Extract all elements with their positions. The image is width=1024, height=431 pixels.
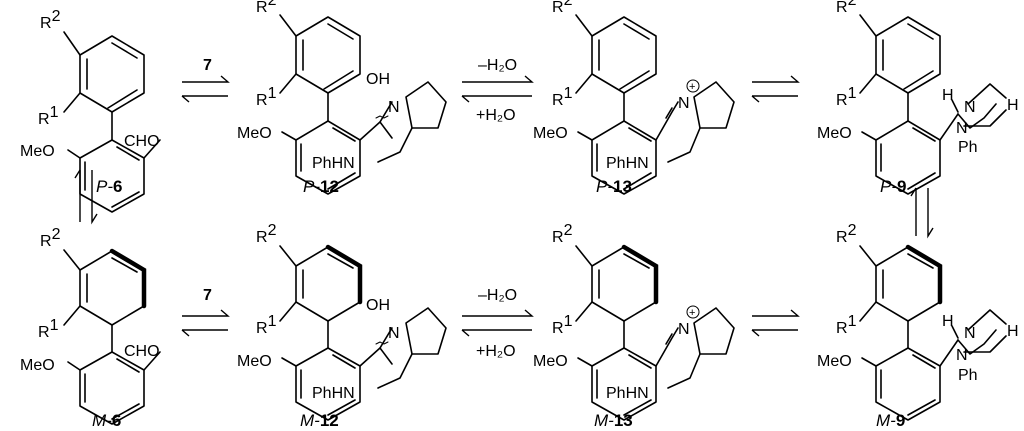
ph-label: Ph <box>958 139 978 156</box>
n-label: N <box>678 95 690 112</box>
minus-water-label: –H₂O <box>478 57 517 74</box>
compound-P-13-structure: N + R2 R1 MeO PhHN <box>533 0 735 195</box>
dehydration-equilibrium-arrow: –H₂O +H₂O <box>461 57 534 124</box>
equilibrium-arrow <box>751 309 800 337</box>
r1-label: R1 <box>836 85 857 109</box>
n-label: N <box>964 99 976 116</box>
compound-label-P-9: P-9 <box>880 177 906 196</box>
oh-label: OH <box>366 297 390 314</box>
compound-M-9-structure: H H N N Ph R2 R1 MeO <box>817 222 1019 421</box>
oh-label: OH <box>366 71 390 88</box>
meo-label: MeO <box>237 353 272 370</box>
r2-label: R2 <box>552 222 573 246</box>
dehydration-equilibrium-arrow: –H₂O +H₂O <box>461 287 534 360</box>
r1-label: R1 <box>256 85 277 109</box>
r1-label: R1 <box>256 313 277 337</box>
r2-label: R2 <box>40 226 61 250</box>
minus-water-label: –H₂O <box>478 287 517 304</box>
phhn-label: PhHN <box>312 385 355 402</box>
h-label: H <box>942 313 954 330</box>
vertical-equilibrium-arrow-right <box>910 187 934 239</box>
positive-charge-icon <box>686 305 700 319</box>
n-label: N <box>956 347 968 364</box>
compound-label-M-13: M-13 <box>594 411 633 430</box>
n-label: N <box>678 321 690 338</box>
meo-label: MeO <box>20 143 55 160</box>
phhn-label: PhHN <box>606 155 649 172</box>
meo-label: MeO <box>533 353 568 370</box>
compound-P-6-structure: R2 R1 MeO CHO <box>20 8 161 213</box>
r1-label: R1 <box>552 313 573 337</box>
r2-label: R2 <box>256 0 277 16</box>
reagent-7-label: 7 <box>203 57 212 74</box>
meo-label: MeO <box>20 357 55 374</box>
phhn-label: PhHN <box>312 155 355 172</box>
compound-label-P-6: P-6 <box>96 177 122 196</box>
r1-label: R1 <box>552 85 573 109</box>
n-label: N <box>956 120 968 137</box>
h-label: H <box>942 87 954 104</box>
h-label: H <box>1007 97 1019 114</box>
compound-M-6-structure: R2 R1 MeO CHO <box>20 226 161 425</box>
meo-label: MeO <box>533 125 568 142</box>
r2-label: R2 <box>836 0 857 16</box>
compound-P-9-structure: H H N N Ph R2 R1 MeO <box>817 0 1019 195</box>
compound-label-M-9: M-9 <box>876 411 905 430</box>
r2-label: R2 <box>836 222 857 246</box>
meo-label: MeO <box>817 353 852 370</box>
positive-charge-icon <box>686 79 700 93</box>
compound-M-13-structure: N + R2 R1 MeO PhHN <box>533 222 735 421</box>
cho-label: CHO <box>124 343 160 360</box>
h-label: H <box>1007 323 1019 340</box>
equilibrium-arrow-reagent-7: 7 <box>181 57 230 103</box>
equilibrium-arrow-reagent-7: 7 <box>181 287 230 337</box>
compound-M-12-structure: OH N R2 R1 MeO PhHN <box>237 222 447 421</box>
r2-label: R2 <box>256 222 277 246</box>
r1-label: R1 <box>38 317 59 341</box>
r2-label: R2 <box>552 0 573 16</box>
compound-label-P-13: P-13 <box>596 177 632 196</box>
compound-P-12-structure: OH N R2 R1 MeO PhHN <box>237 0 447 195</box>
r2-label: R2 <box>40 8 61 32</box>
plus-charge-label: + <box>689 81 695 93</box>
compound-label-M-6: M-6 <box>92 411 121 430</box>
n-label: N <box>388 99 400 116</box>
reagent-7-label: 7 <box>203 287 212 304</box>
n-label: N <box>388 325 400 342</box>
vertical-equilibrium-arrow-left <box>74 169 98 225</box>
equilibrium-arrow <box>751 75 800 103</box>
compound-label-M-12: M-12 <box>300 411 339 430</box>
phhn-label: PhHN <box>606 385 649 402</box>
ph-label: Ph <box>958 367 978 384</box>
meo-label: MeO <box>817 125 852 142</box>
r1-label: R1 <box>38 104 59 128</box>
plus-water-label: +H₂O <box>476 343 516 360</box>
r1-label: R1 <box>836 313 857 337</box>
compound-label-P-12: P-12 <box>303 177 339 196</box>
meo-label: MeO <box>237 125 272 142</box>
n-label: N <box>964 325 976 342</box>
plus-water-label: +H₂O <box>476 107 516 124</box>
plus-charge-label: + <box>689 307 695 319</box>
cho-label: CHO <box>124 133 160 150</box>
